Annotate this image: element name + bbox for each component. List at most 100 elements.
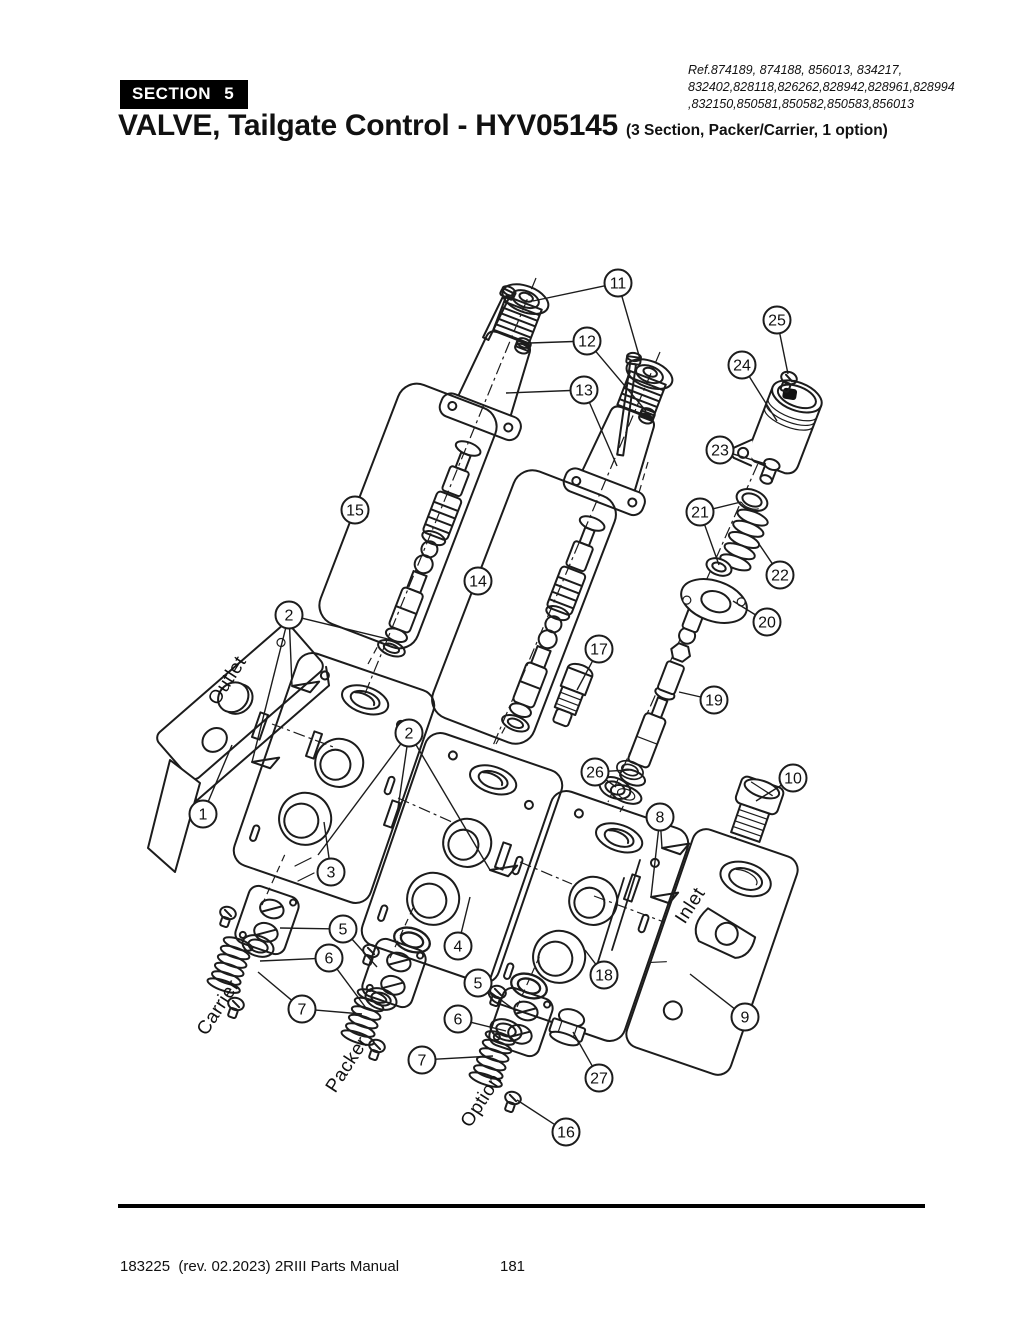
- leader-line: [207, 744, 233, 802]
- leader-line: [259, 957, 316, 962]
- callout-4: 4: [443, 931, 473, 961]
- callout-3: 3: [316, 857, 346, 887]
- section-label-text: SECTION 5: [132, 84, 235, 103]
- callout-9: 9: [730, 1002, 760, 1032]
- callout-2: 2: [274, 600, 304, 630]
- callout-26: 26: [580, 757, 610, 787]
- callout-6: 6: [443, 1004, 473, 1034]
- leader-line: [621, 295, 641, 360]
- callout-15: 15: [340, 495, 370, 525]
- svg-text:19: 19: [705, 693, 723, 710]
- svg-text:1: 1: [199, 807, 208, 824]
- svg-text:12: 12: [578, 334, 596, 351]
- svg-text:6: 6: [454, 1012, 463, 1029]
- callout-27: 27: [584, 1063, 614, 1093]
- leader-line: [529, 340, 574, 344]
- section-label: SECTION 5: [120, 80, 249, 109]
- svg-text:2: 2: [285, 608, 294, 625]
- cone-seals: [294, 857, 315, 882]
- callout-19: 19: [699, 685, 729, 715]
- leader-line: [317, 743, 402, 856]
- leader-line: [678, 691, 701, 698]
- svg-text:11: 11: [610, 276, 627, 293]
- leader-line: [576, 660, 594, 691]
- svg-text:23: 23: [711, 443, 729, 460]
- svg-text:26: 26: [586, 765, 604, 782]
- svg-text:3: 3: [327, 865, 336, 882]
- callout-6: 6: [314, 943, 344, 973]
- svg-text:9: 9: [741, 1010, 750, 1027]
- callout-11: 11: [603, 268, 633, 298]
- page-title-text: VALVE, Tailgate Control - HYV05145: [118, 109, 618, 142]
- leader-line: [732, 453, 767, 465]
- callout-16: 16: [551, 1117, 581, 1147]
- leader-line: [336, 968, 367, 1009]
- page-title-suffix: (3 Section, Packer/Carrier, 1 option): [625, 122, 888, 139]
- leader-line: [415, 744, 491, 871]
- leader-lines: [207, 285, 789, 1126]
- callout-2: 2: [394, 718, 424, 748]
- relief-spring: [719, 508, 769, 572]
- leader-line: [588, 402, 618, 467]
- leader-line: [595, 350, 647, 412]
- callout-20: 20: [752, 607, 782, 637]
- callout-17: 17: [584, 634, 614, 664]
- ref-line: Ref.874189, 874188, 856013, 834217,: [688, 63, 903, 77]
- leader-line: [779, 333, 789, 375]
- leader-line: [435, 1055, 494, 1060]
- callout-5: 5: [463, 968, 493, 998]
- hex-plug-large: [730, 775, 785, 843]
- leader-line: [397, 746, 408, 809]
- page-title: VALVE, Tailgate Control - HYV05145 (3 Se…: [118, 109, 888, 143]
- svg-text:18: 18: [595, 968, 613, 985]
- leader-line: [584, 949, 597, 965]
- callout-10: 10: [778, 763, 808, 793]
- leader-line: [516, 1099, 556, 1126]
- leader-line: [470, 1021, 507, 1032]
- callout-13: 13: [569, 375, 599, 405]
- footer-rule: [118, 1204, 925, 1208]
- callout-12: 12: [572, 326, 602, 356]
- svg-text:20: 20: [758, 615, 776, 632]
- section-shim: [493, 841, 513, 871]
- leader-line: [572, 1031, 594, 1067]
- leader-line: [605, 779, 617, 788]
- leader-line: [732, 600, 756, 616]
- callout-1: 1: [188, 799, 218, 829]
- svg-text:16: 16: [557, 1125, 575, 1142]
- svg-text:5: 5: [474, 976, 483, 993]
- leader-line: [279, 927, 330, 930]
- svg-text:2: 2: [405, 726, 414, 743]
- callout-23: 23: [705, 435, 735, 465]
- relief-cartridge: [552, 662, 594, 728]
- callout-25: 25: [762, 305, 792, 335]
- svg-text:6: 6: [325, 951, 334, 968]
- svg-text:5: 5: [339, 922, 348, 939]
- callout-22: 22: [765, 560, 795, 590]
- cap-screw: [214, 903, 239, 930]
- svg-text:10: 10: [784, 771, 802, 788]
- leader-line: [689, 973, 735, 1010]
- callouts: 1223455667789101112131415161718192021222…: [188, 268, 808, 1147]
- spring-retainer-lower: [705, 557, 733, 577]
- leader-line: [315, 1009, 363, 1015]
- leader-line: [748, 376, 778, 422]
- spool-kit-bracket-14: [431, 469, 617, 745]
- callout-7: 7: [287, 994, 317, 1024]
- leader-line: [703, 524, 720, 566]
- page-number: 181: [500, 1258, 526, 1275]
- leader-line: [460, 896, 471, 934]
- svg-text:4: 4: [454, 939, 463, 956]
- svg-text:21: 21: [691, 505, 709, 522]
- leader-line: [488, 990, 517, 1012]
- svg-text:13: 13: [575, 383, 593, 400]
- solenoid-plug: [759, 458, 781, 485]
- svg-text:8: 8: [656, 810, 665, 827]
- svg-text:24: 24: [733, 358, 751, 375]
- inlet-body: [625, 828, 799, 1076]
- callout-7: 7: [407, 1045, 437, 1075]
- footer-text: 183225 (rev. 02.2023) 2RIII Parts Manual: [120, 1258, 400, 1275]
- outlet-plate: [147, 623, 331, 873]
- ref-numbers: Ref.874189, 874188, 856013, 834217, 8324…: [688, 62, 955, 113]
